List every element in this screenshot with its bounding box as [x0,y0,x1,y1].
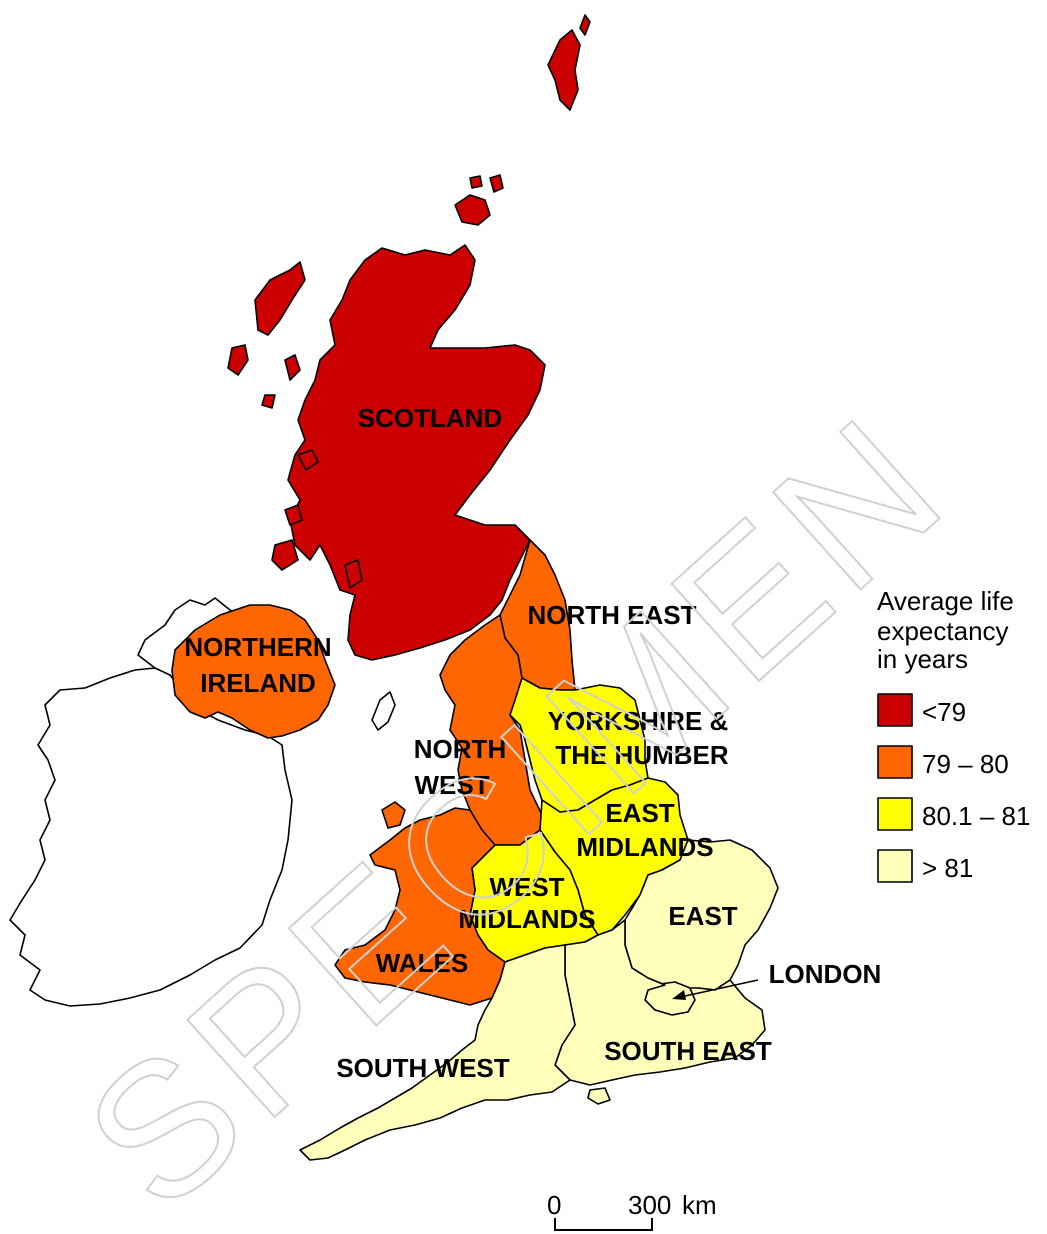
label-northern-ireland-2: IRELAND [200,668,316,698]
scale-unit-label: km [682,1190,717,1220]
legend-label-lt79: <79 [922,697,966,727]
label-east-midlands-1: EAST [605,798,674,828]
legend-label-80-81: 80.1 – 81 [922,801,1030,831]
region-south-west[interactable] [299,944,576,1161]
legend-swatch-lt79 [877,693,913,727]
label-yorkshire-1: YORKSHIRE & [548,706,729,736]
island-orkney [454,174,504,226]
label-north-west-2: WEST [414,770,489,800]
label-yorkshire-2: THE HUMBER [555,740,729,770]
legend-swatch-gt81 [877,849,913,883]
legend-swatch-79-80 [877,745,913,779]
scale-line [554,1218,653,1231]
scale-bar: 0 300 km [547,1190,717,1231]
isle-of-man [371,691,396,731]
label-east: EAST [668,901,737,931]
scale-end-label: 300 [628,1190,671,1220]
label-scotland: SCOTLAND [358,403,502,433]
legend-title-line-1: Average life [877,586,1014,616]
label-west-midlands-2: MIDLANDS [458,904,595,934]
legend-label-gt81: > 81 [922,853,973,883]
region-scotland[interactable] [287,244,546,661]
label-west-midlands-1: WEST [489,872,564,902]
legend-title-line-2: expectancy [877,616,1009,646]
region-northern-ireland[interactable] [171,604,336,739]
island-west-coast [271,449,363,589]
island-shetland [547,14,591,111]
label-wales: WALES [376,948,468,978]
label-northern-ireland-1: NORTHERN [184,632,331,662]
label-north-west-1: NORTH [414,734,506,764]
label-south-east: SOUTH EAST [604,1036,772,1066]
legend-title-line-3: in years [877,644,968,674]
label-north-east: NORTH EAST [528,600,697,630]
legend-label-79-80: 79 – 80 [922,749,1009,779]
london-pointer-line [675,979,759,999]
scale-start-label: 0 [547,1190,561,1220]
london-pointer-arrow [672,990,686,1000]
legend-swatch-80-81 [877,797,913,831]
legend: Average life expectancy in years <79 79 … [877,586,1030,883]
label-south-west: SOUTH WEST [336,1053,509,1083]
island-hebrides [227,261,306,409]
label-east-midlands-2: MIDLANDS [576,832,713,862]
region-wales[interactable] [334,801,506,1006]
label-london: LONDON [769,959,882,989]
